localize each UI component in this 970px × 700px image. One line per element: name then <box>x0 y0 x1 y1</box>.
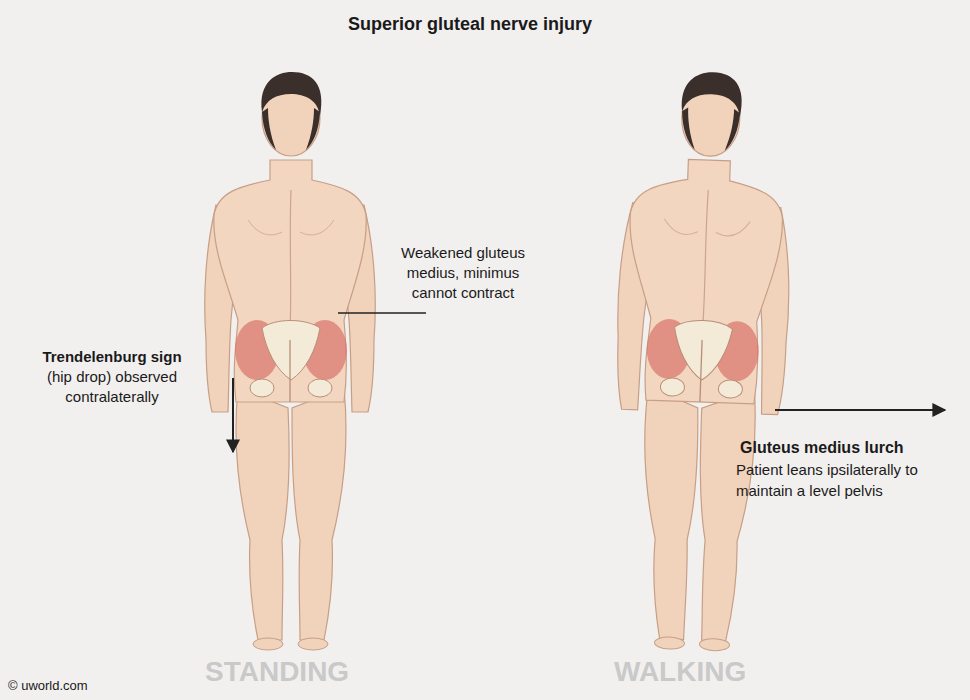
title: Superior gluteal nerve injury <box>235 12 705 36</box>
sign-heading: Trendelenburg sign <box>5 347 219 367</box>
copyright: © uworld.com <box>8 678 168 694</box>
gait-note: Patient leans ipsilaterally to maintain … <box>736 459 964 501</box>
sign-note: (hip drop) observed contralaterally <box>5 367 219 407</box>
view-label: STANDING <box>205 655 405 689</box>
hip-drop-arrow <box>232 378 234 452</box>
muscle-note: Weakened gluteus medius, minimus cannot … <box>388 243 538 303</box>
standing-figure <box>205 72 376 650</box>
lurch-arrow <box>775 409 945 411</box>
view-label: WALKING <box>614 655 814 689</box>
walking-figure <box>606 69 797 653</box>
leader-line <box>338 312 426 314</box>
gait-heading: Gluteus medius lurch <box>740 437 964 458</box>
